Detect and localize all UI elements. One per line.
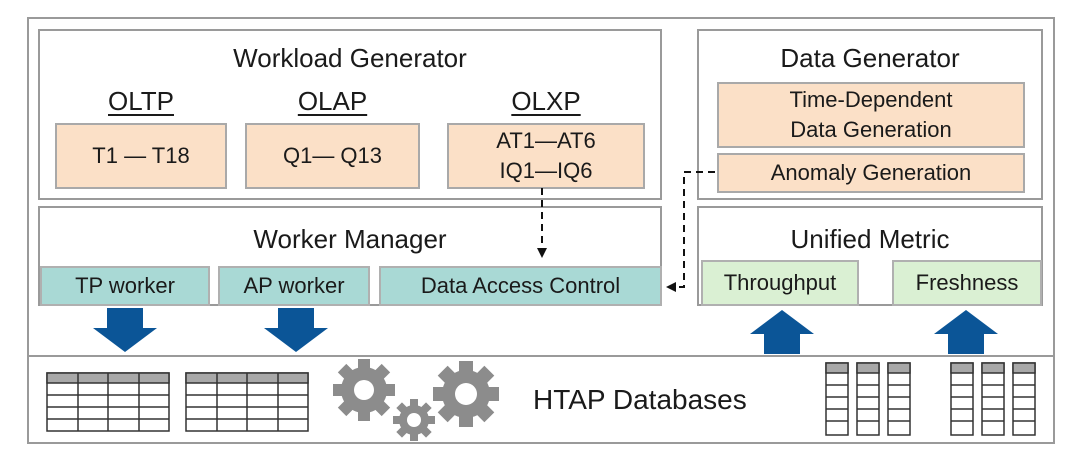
time-dependent-line-2: Data Generation bbox=[790, 117, 952, 142]
worker-manager-panel: Worker Manager TP worker AP worker Data … bbox=[38, 206, 662, 306]
freshness-label: Freshness bbox=[915, 270, 1019, 295]
oltp-query-range: T1 — T18 bbox=[92, 143, 190, 168]
htap-databases-label: HTAP Databases bbox=[533, 384, 747, 415]
gear-icon bbox=[333, 359, 395, 421]
tp-worker-box: TP worker bbox=[40, 266, 210, 306]
arrow-up-icon bbox=[934, 310, 998, 354]
anomaly-to-access-control-arrow bbox=[666, 171, 715, 292]
gear-icon bbox=[433, 361, 499, 427]
gear-icon bbox=[393, 399, 435, 441]
freshness-box: Freshness bbox=[892, 260, 1042, 306]
tp-worker-label: TP worker bbox=[75, 273, 175, 298]
category-oltp-label: OLTP bbox=[108, 86, 174, 116]
arrow-down-icon bbox=[93, 308, 157, 352]
anomaly-generation-label: Anomaly Generation bbox=[770, 160, 972, 185]
throughput-label: Throughput bbox=[723, 270, 837, 295]
data-access-control-box: Data Access Control bbox=[379, 266, 662, 306]
category-olxp-label: OLXP bbox=[511, 86, 581, 116]
worker-manager-title: Worker Manager bbox=[253, 224, 447, 254]
arrow-up-icon bbox=[750, 310, 814, 354]
unified-metric-panel: Unified Metric Throughput Freshness bbox=[697, 206, 1043, 306]
row-table-icon bbox=[185, 372, 309, 432]
data-access-control-label: Data Access Control bbox=[420, 273, 621, 298]
ap-worker-box: AP worker bbox=[218, 266, 370, 306]
olxp-query-range-interactive: IQ1—IQ6 bbox=[499, 158, 593, 183]
time-dependent-box: Time-Dependent Data Generation bbox=[717, 82, 1025, 148]
data-generator-title: Data Generator bbox=[780, 43, 960, 73]
time-dependent-line-1: Time-Dependent bbox=[789, 87, 953, 112]
workload-generator-title: Workload Generator bbox=[233, 43, 467, 73]
arrow-down-icon bbox=[264, 308, 328, 352]
workload-generator-panel: Workload Generator OLTP T1 — T18 OLAP Q1… bbox=[38, 29, 662, 200]
olxp-query-box: AT1—AT6 IQ1—IQ6 bbox=[447, 123, 645, 189]
throughput-box: Throughput bbox=[701, 260, 859, 306]
column-store-icon bbox=[950, 362, 1036, 436]
row-table-icon bbox=[46, 372, 170, 432]
column-store-icon bbox=[825, 362, 911, 436]
anomaly-generation-box: Anomaly Generation bbox=[717, 153, 1025, 193]
olap-query-box: Q1— Q13 bbox=[245, 123, 420, 189]
data-generator-panel: Data Generator Time-Dependent Data Gener… bbox=[697, 29, 1043, 200]
oltp-query-box: T1 — T18 bbox=[55, 123, 227, 189]
unified-metric-title: Unified Metric bbox=[790, 224, 950, 254]
ap-worker-label: AP worker bbox=[243, 273, 345, 298]
olxp-query-range-analytical: AT1—AT6 bbox=[496, 128, 596, 153]
olap-query-range: Q1— Q13 bbox=[282, 143, 383, 168]
category-olap-label: OLAP bbox=[297, 86, 368, 116]
